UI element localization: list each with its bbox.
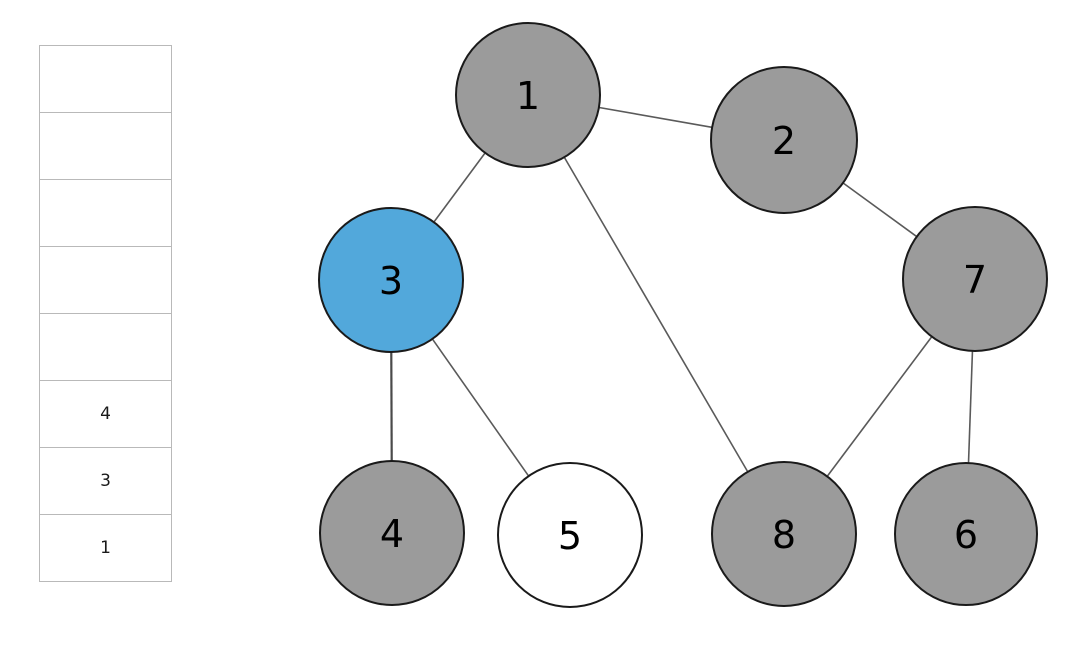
stack-cell: 1 xyxy=(39,514,172,582)
graph-node-circle[interactable] xyxy=(902,206,1048,352)
graph-node-label: 5 xyxy=(558,514,582,558)
graph-node-circle[interactable] xyxy=(497,462,643,608)
edge-layer xyxy=(390,106,974,479)
graph-node[interactable]: 2 xyxy=(710,66,858,214)
graph-node[interactable]: 7 xyxy=(902,206,1048,352)
graph-edge xyxy=(562,155,750,474)
graph-node-label: 2 xyxy=(772,119,796,163)
stack-cell xyxy=(39,246,172,314)
graph-edge xyxy=(432,150,487,225)
graph-edge xyxy=(430,336,531,479)
graph-edge xyxy=(596,106,715,129)
stack-cell xyxy=(39,313,172,381)
graph-edge xyxy=(840,181,919,239)
graph-node-circle[interactable] xyxy=(710,66,858,214)
graph-node-circle[interactable] xyxy=(319,460,465,606)
graph-node-circle[interactable] xyxy=(455,22,601,168)
node-layer: 1 2 3 7 4 5 8 6 xyxy=(318,22,1048,608)
graph-node[interactable]: 8 xyxy=(711,461,857,607)
stack-cell: 4 xyxy=(39,380,172,448)
graph-node-label: 1 xyxy=(516,74,540,118)
graph-node-circle[interactable] xyxy=(894,462,1038,606)
graph-edge xyxy=(967,348,974,466)
graph-node-circle[interactable] xyxy=(711,461,857,607)
graph-node[interactable]: 3 xyxy=(318,207,464,353)
graph-node[interactable]: 4 xyxy=(319,460,465,606)
graph-node[interactable]: 1 xyxy=(455,22,601,168)
graph-node-label: 6 xyxy=(954,513,978,557)
graph-node-label: 3 xyxy=(379,259,403,303)
graph-node[interactable]: 5 xyxy=(497,462,643,608)
graph-node-circle[interactable] xyxy=(318,207,464,353)
stack-cell xyxy=(39,112,172,180)
graph-node-label: 8 xyxy=(772,513,796,557)
graph-node[interactable]: 6 xyxy=(894,462,1038,606)
graph-node-label: 4 xyxy=(380,512,404,556)
stack-cell xyxy=(39,45,172,113)
graph-edge xyxy=(825,334,934,479)
graph-node-label: 7 xyxy=(963,258,987,302)
